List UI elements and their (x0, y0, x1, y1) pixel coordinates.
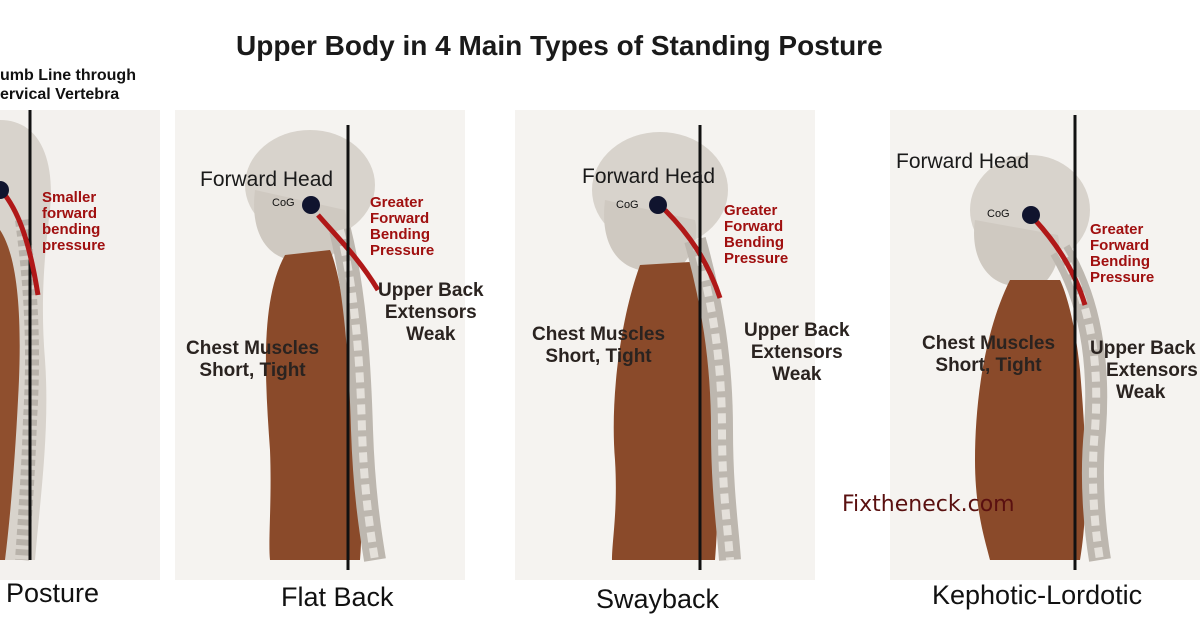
back-label-3-line-1: Upper Back (744, 320, 850, 341)
caption-kephotic-lordotic: Kephotic-Lordotic (932, 580, 1143, 610)
chest-label-3-line-2: Short, Tight (545, 346, 652, 367)
back-label-2-line-2: Extensors (384, 302, 477, 323)
pressure-label-2-line-4: Pressure (370, 242, 435, 259)
pressure-label-1-line-1: Smaller (42, 189, 97, 206)
back-label-3-line-3: Weak (772, 364, 822, 385)
chest-label-2: Chest Muscles Short, Tight (186, 338, 319, 382)
pressure-arrow-1 (2, 193, 41, 296)
forward-head-label-3: Forward Head (582, 165, 716, 188)
forward-head-label-2: Forward Head (200, 168, 334, 191)
caption-flat-back: Flat Back (281, 582, 394, 612)
plumb-line-label: umb Line through ervical Vertebra (0, 66, 136, 104)
cog-label-2: CoG (272, 197, 295, 209)
pressure-label-2-line-1: Greater (370, 194, 424, 211)
pressure-label-1-line-3: bending (42, 221, 101, 238)
forward-head-label-4: Forward Head (896, 150, 1030, 173)
plumb-line-label-line-1: umb Line through (0, 67, 136, 84)
watermark-text: Fixtheneck.com (842, 492, 1015, 517)
chest-label-4-line-2: Short, Tight (935, 355, 1042, 376)
figure-swayback (592, 132, 741, 561)
back-label-4: Upper Back Extensors Weak (1090, 338, 1198, 404)
pressure-label-3: Greater Forward Bending Pressure (724, 203, 788, 267)
back-label-4-line-2: Extensors (1106, 360, 1198, 381)
back-label-4-line-3: Weak (1116, 382, 1166, 403)
back-label-2: Upper Back Extensors Weak (378, 280, 484, 346)
cog-dot-3 (649, 196, 667, 214)
chest-label-3: Chest Muscles Short, Tight (532, 324, 665, 368)
chest-label-2-line-2: Short, Tight (199, 360, 306, 381)
back-label-3: Upper Back Extensors Weak (744, 320, 850, 386)
back-label-2-line-3: Weak (406, 324, 456, 345)
pressure-label-3-line-1: Greater (724, 202, 778, 219)
back-label-4-line-1: Upper Back (1090, 338, 1196, 359)
chest-label-4-line-1: Chest Muscles (922, 333, 1056, 354)
plumb-line-label-line-2: ervical Vertebra (0, 86, 120, 103)
chest-label-4: Chest Muscles Short, Tight (922, 333, 1055, 377)
back-label-2-line-1: Upper Back (378, 280, 484, 301)
chest-label-3-line-1: Chest Muscles (532, 324, 666, 345)
pressure-label-1-line-2: forward (42, 205, 98, 222)
cog-dot-4 (1022, 206, 1040, 224)
pressure-label-1-line-4: pressure (42, 237, 106, 254)
pressure-label-4-line-4: Pressure (1090, 269, 1155, 286)
figure-flat-back (245, 130, 386, 562)
pressure-label-1: Smaller forward bending pressure (42, 190, 105, 254)
caption-posture: Posture (6, 578, 100, 608)
cog-label-4: CoG (987, 208, 1010, 220)
pressure-label-2: Greater Forward Bending Pressure (370, 195, 434, 259)
pressure-label-3-line-3: Bending (724, 234, 784, 251)
cog-label-3: CoG (616, 199, 639, 211)
pressure-label-4: Greater Forward Bending Pressure (1090, 222, 1154, 286)
pressure-label-3-line-2: Forward (724, 218, 784, 235)
pressure-label-2-line-3: Bending (370, 226, 430, 243)
pressure-label-3-line-4: Pressure (724, 250, 789, 267)
pressure-label-4-line-2: Forward (1090, 237, 1150, 254)
cog-dot-1 (0, 181, 9, 199)
pressure-label-4-line-3: Bending (1090, 253, 1150, 270)
caption-swayback: Swayback (596, 584, 720, 614)
cog-dot-2 (302, 196, 320, 214)
back-label-3-line-2: Extensors (750, 342, 843, 363)
diagram-title: Upper Body in 4 Main Types of Standing P… (236, 30, 883, 61)
pressure-label-2-line-2: Forward (370, 210, 430, 227)
chest-label-2-line-1: Chest Muscles (186, 338, 320, 359)
pressure-label-4-line-1: Greater (1090, 221, 1144, 238)
